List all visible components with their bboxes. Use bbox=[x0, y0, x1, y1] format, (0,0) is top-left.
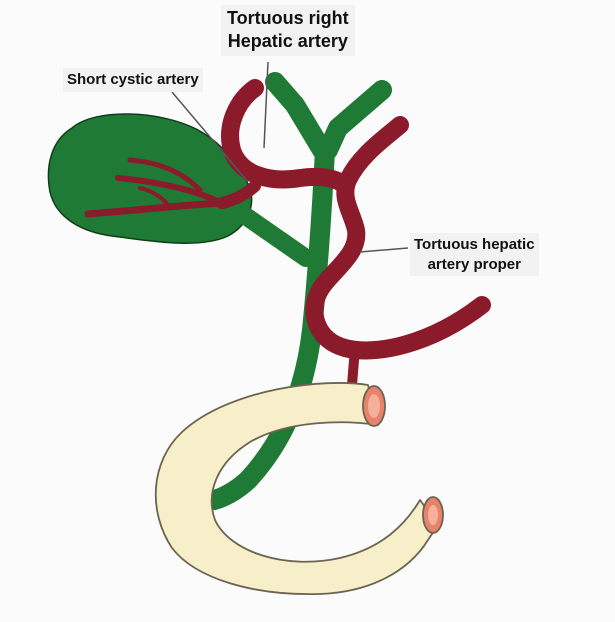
leader-line-right-hepatic bbox=[263, 61, 269, 149]
cystic-duct bbox=[225, 199, 315, 267]
tortuous-hepatic-artery-proper bbox=[305, 116, 491, 360]
duodenum bbox=[154, 382, 439, 596]
label-tortuous-hepatic-artery-proper: Tortuous hepatic artery proper bbox=[410, 233, 539, 276]
label-tortuous-right-line2: Hepatic artery bbox=[227, 31, 348, 52]
duodenum-upper-lumen-inner bbox=[368, 394, 380, 418]
cystic-artery-branches bbox=[84, 157, 226, 218]
tortuous-right-hepatic-artery bbox=[221, 79, 354, 194]
duodenum-lower-lumen-inner bbox=[428, 505, 438, 525]
right-hepatic-duct bbox=[265, 72, 332, 160]
leader-line-cystic bbox=[171, 91, 249, 183]
label-short-cystic-artery: Short cystic artery bbox=[63, 68, 203, 92]
label-short-cystic-text: Short cystic artery bbox=[67, 71, 199, 88]
gastroduodenal-artery-stub bbox=[347, 343, 360, 390]
leader-line-hepatic-proper bbox=[359, 247, 409, 253]
label-tortuous-right-hepatic-artery: Tortuous right Hepatic artery bbox=[221, 5, 355, 56]
common-bile-duct bbox=[204, 140, 335, 510]
label-tortuous-right-line1: Tortuous right bbox=[227, 8, 349, 28]
label-hepatic-proper-line1: Tortuous hepatic bbox=[414, 236, 535, 253]
label-hepatic-proper-line2: artery proper bbox=[427, 255, 521, 273]
